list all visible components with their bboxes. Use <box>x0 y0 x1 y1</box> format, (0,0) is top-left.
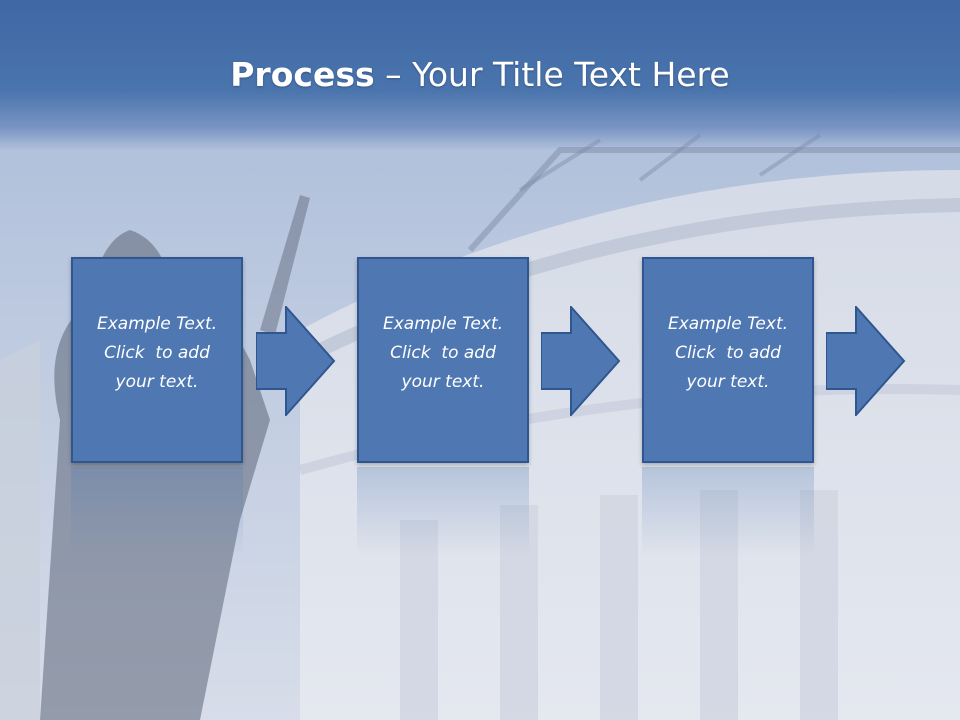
slide-title[interactable]: Process – Your Title Text Here <box>0 52 960 98</box>
step-2-line-2: Click to add <box>390 342 496 363</box>
step-3-line-3: your text. <box>686 371 770 392</box>
step-1-line-1: Example Text. <box>96 313 218 334</box>
step-2-text: Example Text. Click to add your text. <box>368 310 518 397</box>
box-reflection-1 <box>71 467 243 557</box>
step-3-text: Example Text. Click to add your text. <box>653 310 803 397</box>
step-2-line-1: Example Text. <box>382 313 504 334</box>
process-arrow-3 <box>826 306 906 416</box>
process-arrow-1 <box>256 306 336 416</box>
process-step-2[interactable]: Example Text. Click to add your text. <box>357 257 529 463</box>
step-1-line-3: your text. <box>115 371 199 392</box>
step-3-line-1: Example Text. <box>667 313 789 334</box>
step-1-line-2: Click to add <box>104 342 210 363</box>
title-rest: – Your Title Text Here <box>374 55 730 94</box>
step-3-line-2: Click to add <box>675 342 781 363</box>
process-step-3[interactable]: Example Text. Click to add your text. <box>642 257 814 463</box>
title-bold: Process <box>230 55 375 94</box>
step-2-line-3: your text. <box>401 371 485 392</box>
box-reflection-2 <box>357 467 529 557</box>
title-bar <box>0 0 960 150</box>
step-1-text: Example Text. Click to add your text. <box>82 310 232 397</box>
process-step-1[interactable]: Example Text. Click to add your text. <box>71 257 243 463</box>
process-arrow-2 <box>541 306 621 416</box>
box-reflection-3 <box>642 467 814 557</box>
